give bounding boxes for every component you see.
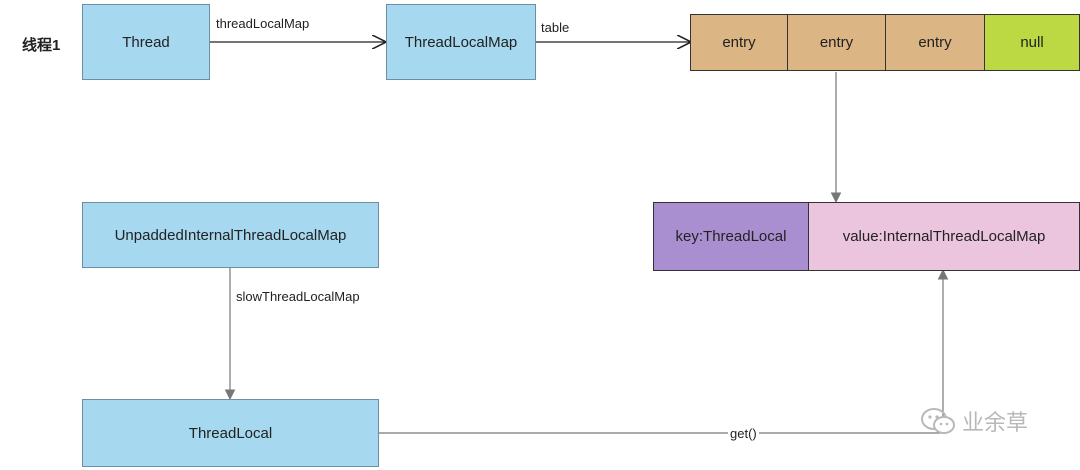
watermark-text: 业余草 bbox=[962, 410, 1029, 435]
threadlocalmap-node: ThreadLocalMap bbox=[386, 4, 536, 80]
table-cell-entry-1: entry bbox=[690, 14, 788, 71]
table-cell-entry-3: entry bbox=[885, 14, 985, 71]
edge-label-slowthreadlocalmap: slowThreadLocalMap bbox=[236, 289, 360, 304]
watermark: 业余草 bbox=[920, 405, 1028, 437]
entry-key-cell: key:ThreadLocal bbox=[653, 202, 809, 271]
table-cell-entry-2: entry bbox=[787, 14, 886, 71]
thread-node: Thread bbox=[82, 4, 210, 80]
edge-label-get: get() bbox=[728, 426, 759, 441]
unpadded-map-node: UnpaddedInternalThreadLocalMap bbox=[82, 202, 379, 268]
threadlocal-node: ThreadLocal bbox=[82, 399, 379, 467]
wechat-icon bbox=[921, 408, 955, 434]
edge-label-threadlocalmap: threadLocalMap bbox=[216, 16, 310, 31]
edge-threadlocal-get bbox=[378, 268, 949, 434]
entry-value-cell: value:InternalThreadLocalMap bbox=[808, 202, 1080, 271]
table-cell-null: null bbox=[984, 14, 1080, 71]
edge-label-table: table bbox=[541, 20, 570, 35]
thread-label: 线程1 bbox=[22, 37, 61, 54]
